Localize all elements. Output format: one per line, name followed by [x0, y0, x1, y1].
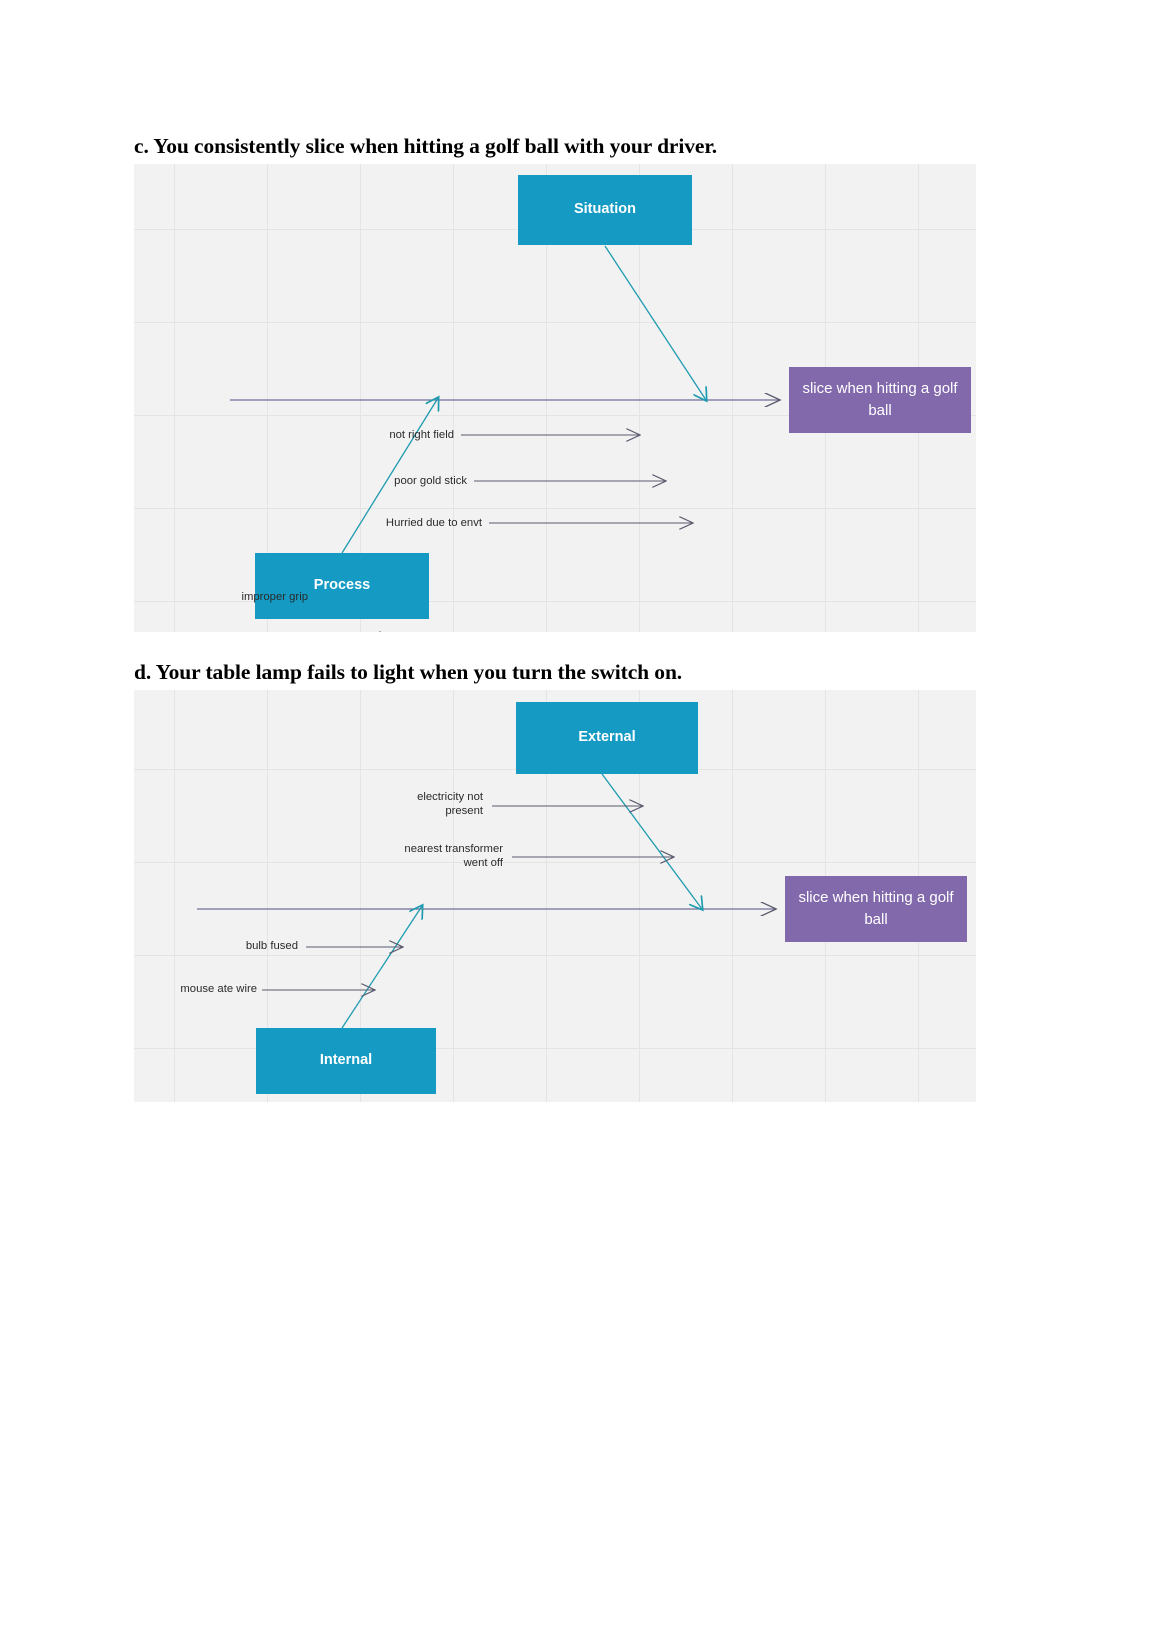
category-box-external[interactable]: External: [516, 702, 698, 774]
cause-label: poor gold stick: [394, 475, 467, 487]
fishbone-diagram-c: Situation Process slice when hitting a g…: [134, 164, 976, 632]
rib-process: [341, 398, 438, 554]
category-box-process[interactable]: Process: [255, 553, 429, 619]
cause-label: nearest transformer went off: [404, 843, 503, 870]
cause-label: Hurried due to envt: [385, 517, 482, 529]
fishbone-lines-d: [197, 773, 976, 1029]
rib-external: [601, 773, 702, 909]
fishbone-lines-c: [230, 245, 976, 632]
cause-label: bulb fused: [245, 940, 298, 952]
cause-label: position of ball: [174, 631, 300, 632]
cause-label: not right field: [389, 429, 454, 441]
cause-label: improper grip: [241, 591, 308, 603]
effect-box-d[interactable]: slice when hitting a golf ball: [785, 876, 967, 942]
section-heading-c: c. You consistently slice when hitting a…: [134, 134, 718, 158]
effect-box-c[interactable]: slice when hitting a golf ball: [789, 367, 971, 433]
cause-label: electricity not present: [417, 791, 483, 818]
section-heading-d: d. Your table lamp fails to light when y…: [134, 660, 683, 684]
rib-internal: [341, 906, 422, 1029]
rib-situation: [604, 245, 706, 400]
category-box-internal[interactable]: Internal: [256, 1028, 436, 1094]
fishbone-diagram-d: External Internal slice when hitting a g…: [134, 690, 976, 1102]
cause-label: mouse ate wire: [180, 983, 257, 995]
category-box-situation[interactable]: Situation: [518, 175, 692, 245]
